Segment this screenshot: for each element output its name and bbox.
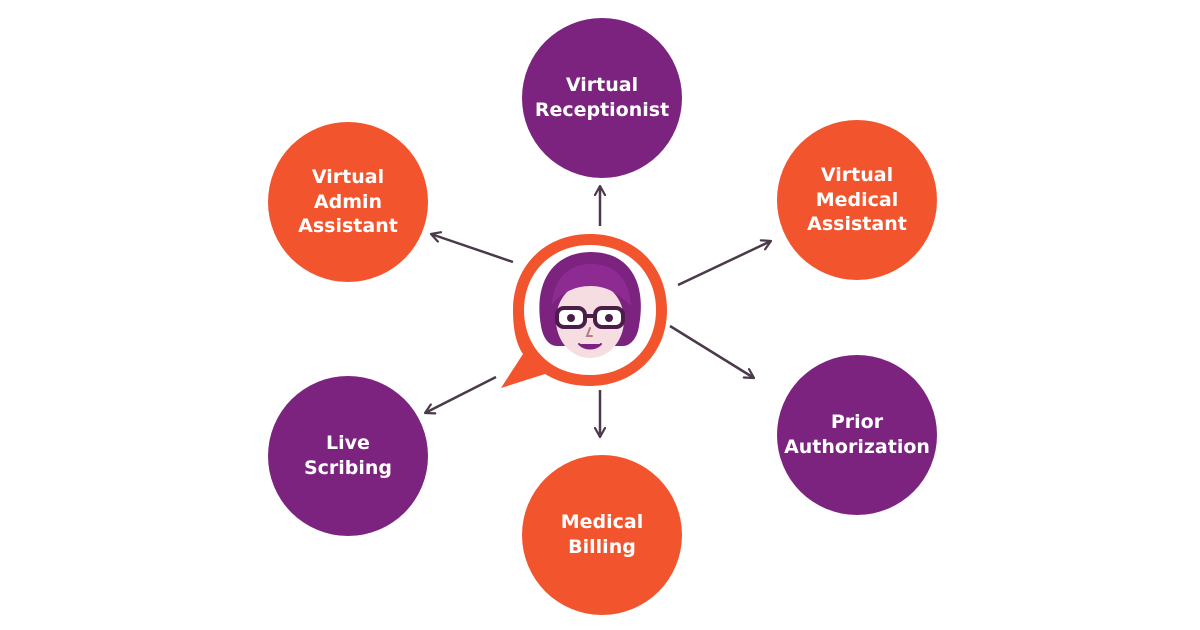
node-label-line: Assistant: [807, 213, 907, 236]
node-label-line: Billing: [568, 536, 636, 558]
arrow-to-medical-assistant: [677, 241, 771, 287]
live-scribing-node: Live Scribing: [268, 376, 428, 536]
node-label-line: Scribing: [303, 457, 393, 479]
virtual-receptionist-node: Virtual Receptionist: [522, 18, 682, 178]
node-label-line: Assistant: [298, 215, 398, 238]
node-label-line: Authorization: [784, 436, 930, 458]
node-label-line: Virtual: [311, 165, 385, 188]
node-label-line: Medical: [815, 188, 899, 211]
node-label-line: Prior: [830, 411, 884, 434]
arrow-to-live-scribing: [425, 375, 497, 413]
node-label-line: Virtual: [565, 74, 639, 97]
prior-authorization-node: Prior Authorization: [777, 355, 937, 515]
node-label-line: Receptionist: [534, 99, 670, 121]
medical-billing-node: Medical Billing: [522, 455, 682, 615]
node-label-line: Live: [326, 432, 370, 455]
node-label-line: Medical: [560, 511, 644, 534]
virtual-admin-assistant-node: Virtual Admin Assistant: [268, 122, 428, 282]
node-label-line: Admin: [313, 190, 383, 213]
arrow-to-admin-assistant: [431, 234, 514, 264]
node-label-line: Virtual: [820, 163, 894, 186]
virtual-medical-assistant-node: Virtual Medical Assistant: [777, 120, 937, 280]
assistant-avatar-icon: [495, 228, 685, 398]
arrow-to-prior-authorization: [669, 324, 754, 378]
